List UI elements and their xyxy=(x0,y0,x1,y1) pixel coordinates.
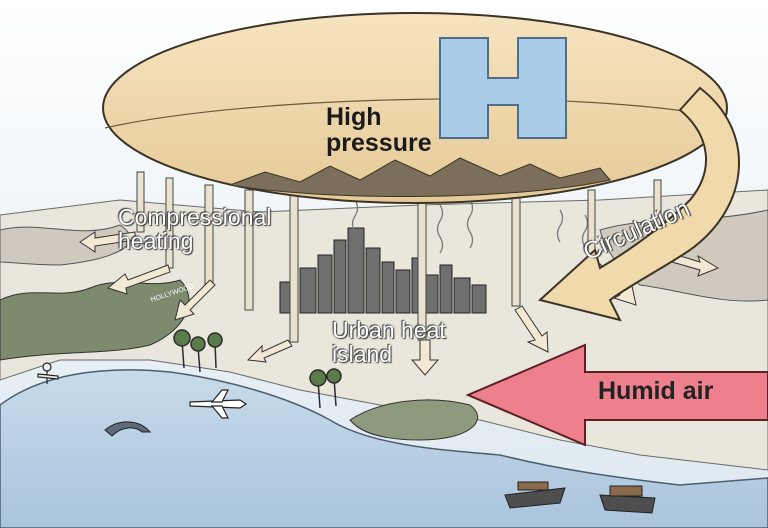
h-letter-icon xyxy=(439,37,567,139)
mountains-left xyxy=(0,279,190,361)
cargo-ships xyxy=(504,481,656,514)
humid-air-arrow xyxy=(465,343,768,447)
urban-line2: island xyxy=(332,341,393,368)
heat-waves xyxy=(351,199,589,254)
compressional-line2: heating xyxy=(118,228,194,255)
humid-air-label: Humid air xyxy=(598,377,714,405)
dome-rim xyxy=(104,98,727,129)
airplane-icon xyxy=(189,389,248,419)
surfer-icon xyxy=(37,362,59,384)
high-pressure-line1: High xyxy=(326,103,382,131)
urban-heat-island-label: Urban heat island xyxy=(332,318,446,366)
palm-trees xyxy=(173,329,342,409)
coast-hills xyxy=(349,399,479,441)
high-pressure-dome xyxy=(102,12,728,204)
compressional-line1: Compressional xyxy=(118,204,272,230)
city-skyline xyxy=(279,227,487,314)
hills-left xyxy=(0,224,131,266)
urban-line1: Urban heat xyxy=(332,317,446,343)
circulation-arrow xyxy=(537,86,741,322)
dome-mountains-reflection xyxy=(228,157,611,197)
dolphin-icon xyxy=(104,421,152,437)
ocean xyxy=(0,369,768,528)
high-pressure-line2: pressure xyxy=(326,129,432,158)
dome-columns xyxy=(136,171,662,343)
high-pressure-label: High pressure xyxy=(326,104,432,157)
compressional-heating-label: Compressional heating xyxy=(118,205,271,253)
